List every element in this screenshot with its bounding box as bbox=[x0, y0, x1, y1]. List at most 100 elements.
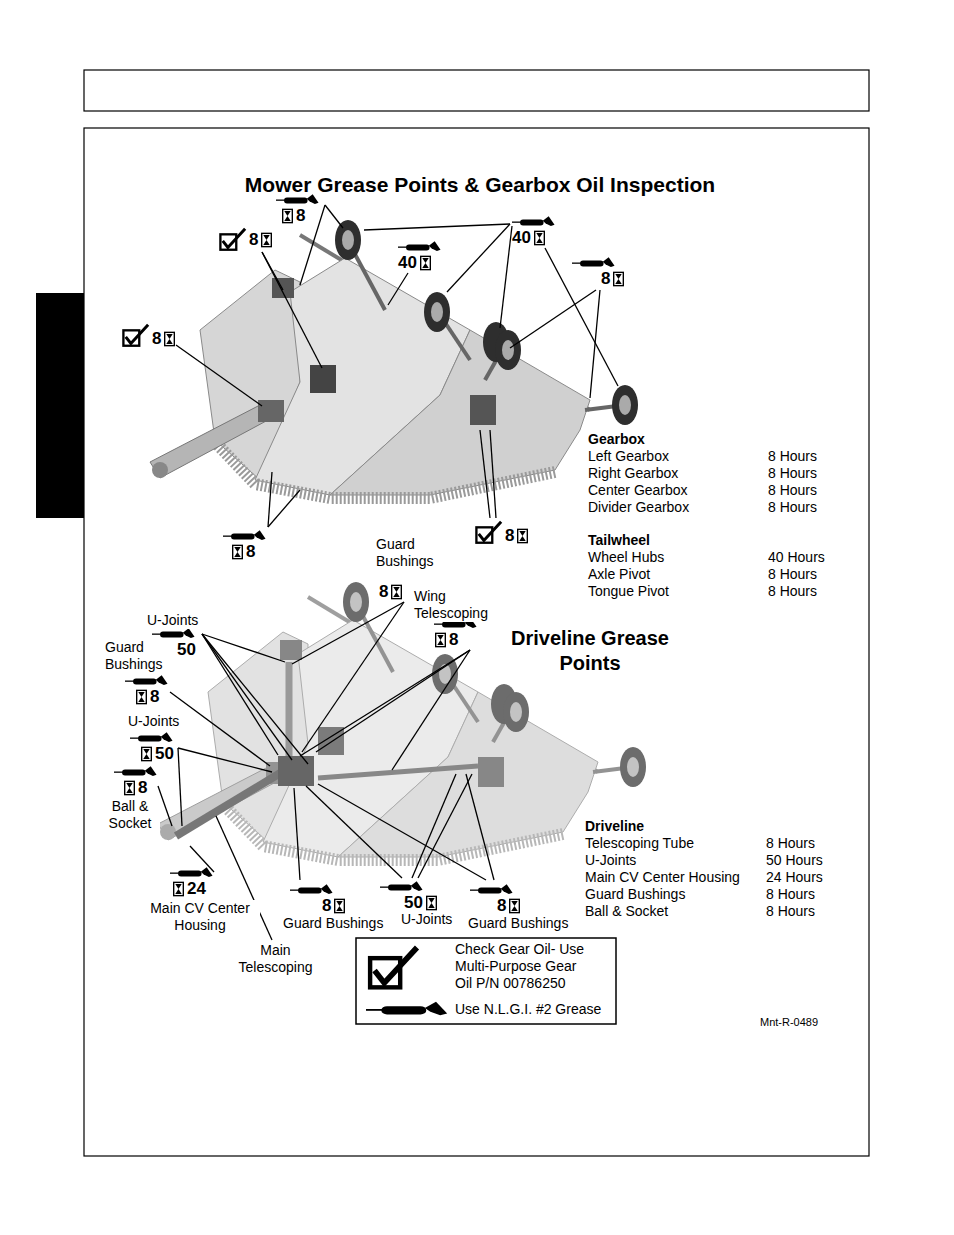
part-label: Ball & Socket bbox=[100, 798, 160, 832]
section-heading: Driveline Grease Points bbox=[510, 626, 670, 676]
table-cell: U-Joints bbox=[128, 713, 179, 730]
grease-gun-icon bbox=[125, 675, 168, 685]
leader-line bbox=[202, 634, 292, 760]
table-cell: 8 Hours bbox=[768, 499, 817, 516]
leader-line bbox=[500, 226, 512, 328]
grease-gun-icon bbox=[380, 881, 423, 891]
leader-line bbox=[158, 786, 172, 826]
hourglass-icon bbox=[283, 209, 293, 222]
callout-number: 24 bbox=[187, 880, 206, 897]
callout-number: 8 bbox=[601, 270, 610, 287]
hourglass-icon bbox=[535, 231, 545, 244]
grease-gun-icon bbox=[114, 766, 157, 776]
callout-number: 8 bbox=[322, 897, 331, 914]
part-label: Wing Telescoping bbox=[414, 588, 504, 622]
leader-line bbox=[302, 602, 404, 752]
wing-driveline bbox=[318, 766, 478, 778]
leader-line bbox=[306, 786, 402, 878]
hourglass-icon bbox=[614, 272, 624, 285]
part-label: Guard Bushings bbox=[105, 639, 175, 673]
table-cell: 24 Hours bbox=[766, 869, 823, 886]
table-cell: 8 Hours bbox=[766, 886, 815, 903]
callout-icons bbox=[114, 194, 623, 912]
table-cell: Guard Bushings bbox=[283, 915, 383, 932]
table-cell: Main CV Center Housing bbox=[585, 869, 740, 886]
leader-line bbox=[480, 430, 490, 518]
callout-number: 8 bbox=[449, 631, 458, 648]
leader-line bbox=[176, 345, 262, 406]
hourglass-icon bbox=[421, 256, 431, 269]
table-cell: Wheel Hubs bbox=[588, 549, 664, 566]
table-heading: Driveline bbox=[585, 818, 644, 835]
callout-number: 8 bbox=[497, 897, 506, 914]
part-label: Main CV Center Housing bbox=[140, 900, 260, 934]
hourglass-icon bbox=[510, 899, 520, 912]
mower-bottom bbox=[158, 582, 646, 860]
table-cell: Guard Bushings bbox=[585, 886, 685, 903]
table-cell: U-Joints bbox=[585, 852, 636, 869]
leader-line bbox=[178, 748, 182, 826]
leader-line bbox=[318, 784, 486, 880]
hourglass-icon bbox=[137, 690, 147, 703]
legend-box bbox=[356, 938, 616, 1024]
table-cell: 8 Hours bbox=[768, 583, 817, 600]
leader-line bbox=[170, 692, 270, 766]
callout-number: 8 bbox=[249, 231, 258, 248]
leader-line bbox=[447, 224, 510, 292]
leader-line bbox=[178, 748, 272, 772]
check-icon bbox=[220, 229, 245, 250]
callout-number: 8 bbox=[505, 527, 514, 544]
leader-line bbox=[294, 788, 300, 880]
legend-grease-gun-icon bbox=[366, 1002, 447, 1016]
grease-gun-icon bbox=[152, 628, 195, 638]
table-cell: 8 Hours bbox=[766, 835, 815, 852]
table-heading: Gearbox bbox=[588, 431, 645, 448]
legend-check-icon bbox=[370, 948, 417, 988]
leader-line bbox=[262, 252, 322, 368]
hourglass-icon bbox=[125, 781, 135, 794]
grease-gun-icon bbox=[290, 884, 333, 894]
grease-gun-icon bbox=[398, 241, 441, 251]
grease-gun-icon bbox=[223, 530, 266, 540]
mower-top bbox=[150, 220, 638, 498]
legend-text: Use N.L.G.I. #2 Grease bbox=[455, 1001, 601, 1018]
check-icon bbox=[476, 522, 501, 543]
hourglass-icon bbox=[262, 233, 272, 246]
hourglass-icon bbox=[518, 529, 528, 542]
callout-number: 8 bbox=[138, 779, 147, 796]
callout-number: 8 bbox=[246, 543, 255, 560]
page-frame bbox=[84, 128, 869, 1156]
leader-line bbox=[316, 650, 470, 752]
center-gearbox bbox=[278, 756, 314, 786]
legend-text: Check Gear Oil- Use Multi-Purpose Gear O… bbox=[455, 941, 595, 992]
table-cell: Left Gearbox bbox=[588, 448, 669, 465]
table-cell: U-Joints bbox=[401, 911, 452, 928]
table-cell: 40 Hours bbox=[768, 549, 825, 566]
table-cell: Telescoping Tube bbox=[585, 835, 694, 852]
hourglass-icon bbox=[392, 585, 402, 598]
grease-gun-icon bbox=[170, 867, 213, 877]
hourglass-icon bbox=[142, 747, 152, 760]
hourglass-icon bbox=[174, 882, 184, 895]
callout-number: 8 bbox=[152, 330, 161, 347]
leader-line bbox=[292, 602, 404, 664]
table-cell: 8 Hours bbox=[768, 482, 817, 499]
part-label: Main Telescoping bbox=[228, 942, 323, 976]
leader-line bbox=[268, 490, 300, 527]
leader-line bbox=[510, 290, 596, 348]
hourglass-icon bbox=[427, 896, 437, 909]
leader-line bbox=[364, 224, 510, 230]
grease-gun-icon bbox=[512, 216, 555, 226]
leader-line bbox=[202, 634, 308, 764]
section-tab bbox=[36, 293, 84, 518]
figure-code: Mnt-R-0489 bbox=[760, 1016, 818, 1029]
callout-number: 8 bbox=[150, 688, 159, 705]
hourglass-icon bbox=[436, 633, 446, 646]
callout-number: 8 bbox=[296, 207, 305, 224]
leader-line bbox=[190, 846, 214, 872]
leader-line bbox=[466, 774, 494, 880]
grease-gun-icon bbox=[572, 257, 615, 267]
header-box bbox=[84, 70, 869, 111]
leader-line bbox=[388, 273, 408, 305]
